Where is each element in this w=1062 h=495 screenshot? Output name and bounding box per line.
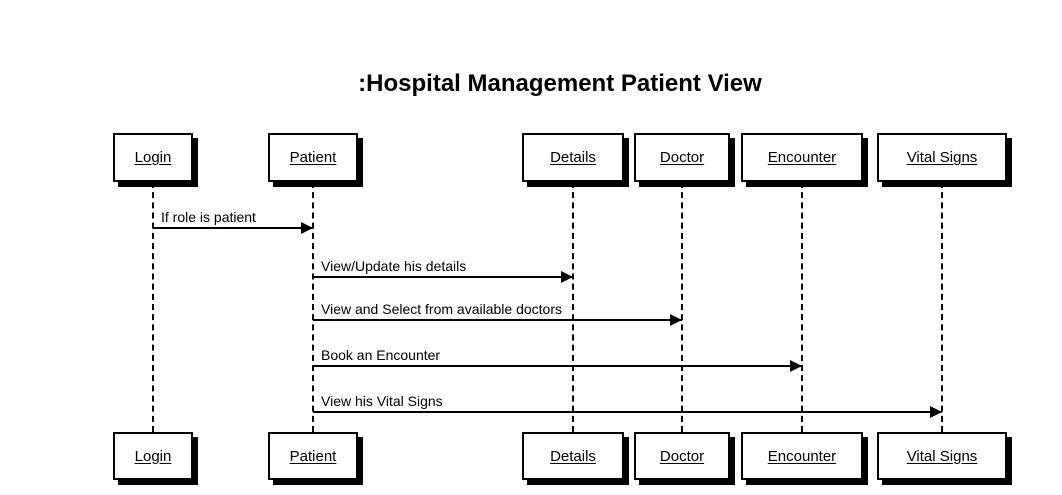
message-1-arrowhead-icon xyxy=(301,222,313,234)
actor-label-vital-signs: Vital Signs xyxy=(906,149,978,166)
actor-box-doctor-top: Doctor xyxy=(634,133,730,182)
message-2-label: View/Update his details xyxy=(321,258,467,274)
lifeline-login xyxy=(152,182,154,432)
actor-box-details-bottom: Details xyxy=(522,432,624,480)
message-3-line xyxy=(313,319,682,321)
actor-box-details-top: Details xyxy=(522,133,624,182)
actor-label-details: Details xyxy=(550,149,596,166)
actor-label-vital-signs: Vital Signs xyxy=(906,447,978,465)
actor-label-patient: Patient xyxy=(289,447,337,465)
actor-box-encounter-bottom: Encounter xyxy=(741,432,863,480)
lifeline-doctor xyxy=(681,182,683,432)
lifeline-details xyxy=(572,182,574,432)
message-4-line xyxy=(313,365,802,367)
message-4-label: Book an Encounter xyxy=(321,347,441,363)
actor-label-encounter: Encounter xyxy=(767,447,837,465)
message-1-label: If role is patient xyxy=(161,209,256,225)
lifeline-encounter xyxy=(801,182,803,432)
lifeline-patient xyxy=(312,182,314,432)
message-2-line xyxy=(313,276,573,278)
actor-label-login: Login xyxy=(134,149,172,166)
actor-box-login-top: Login xyxy=(113,133,193,182)
message-5-line xyxy=(313,411,942,413)
actor-box-login-bottom: Login xyxy=(113,432,193,480)
actor-box-vital-signs-top: Vital Signs xyxy=(877,133,1007,182)
actor-box-patient-top: Patient xyxy=(268,133,358,182)
actor-label-login: Login xyxy=(134,447,172,465)
actor-label-doctor: Doctor xyxy=(659,149,705,166)
actor-label-details: Details xyxy=(550,447,596,465)
message-5-label: View his Vital Signs xyxy=(321,393,443,409)
message-2-arrowhead-icon xyxy=(561,271,573,283)
message-3-label: View and Select from available doctors xyxy=(321,301,562,317)
message-4-arrowhead-icon xyxy=(790,360,802,372)
message-1-line xyxy=(153,227,313,229)
message-5-arrowhead-icon xyxy=(930,406,942,418)
actor-label-patient: Patient xyxy=(289,149,337,166)
actor-label-doctor: Doctor xyxy=(659,447,705,465)
actor-box-patient-bottom: Patient xyxy=(268,432,358,480)
message-3-arrowhead-icon xyxy=(670,314,682,326)
actor-box-vital-signs-bottom: Vital Signs xyxy=(877,432,1007,480)
lifeline-vital-signs xyxy=(941,182,943,432)
diagram-title: :Hospital Management Patient View xyxy=(358,70,762,97)
actor-label-encounter: Encounter xyxy=(767,149,837,166)
actor-box-encounter-top: Encounter xyxy=(741,133,863,182)
actor-box-doctor-bottom: Doctor xyxy=(634,432,730,480)
